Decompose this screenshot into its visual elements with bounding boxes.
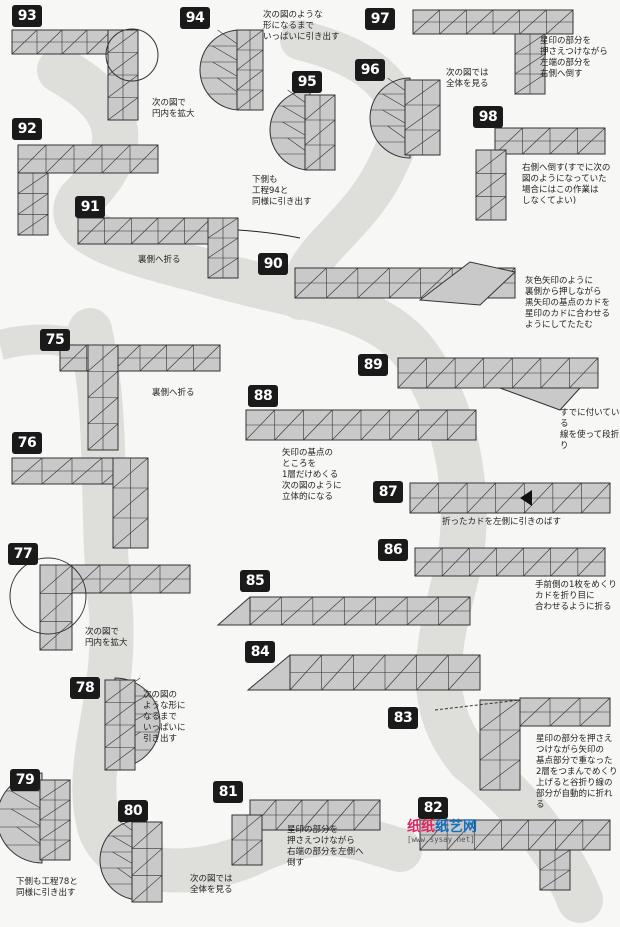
note-83: 星印の部分を押さえ つけながら矢印の 基点部分で重なった 2層をつまんでめくり … <box>536 734 618 810</box>
model-87-strip <box>409 482 611 514</box>
model-81-leg <box>231 814 263 866</box>
model-89-strip <box>397 357 599 389</box>
arrow-87-black <box>520 490 532 506</box>
model-98-leg <box>475 149 507 221</box>
model-77-leg <box>39 564 73 651</box>
note-96: 次の図では 全体を見る <box>446 68 489 89</box>
step-badge-80: 80 <box>118 800 148 822</box>
note-97: 星印の部分を 押さえつけながら 左端の部分を 右側へ倒す <box>540 36 608 79</box>
note-98: 右側へ倒す(すでに次の 図のようになっていた 場合にはこの作業は しなくてよい) <box>522 163 611 206</box>
model-82-strip <box>419 819 611 851</box>
note-79: 下側も工程78と 同様に引き出す <box>16 877 78 898</box>
model-75-strip <box>59 344 221 372</box>
model-89-flap <box>499 387 582 411</box>
note-81: 星印の部分を 押さえつけながら 右端の部分を左側へ 倒す <box>287 825 364 868</box>
model-78-column <box>104 679 136 771</box>
model-96-column <box>404 79 441 156</box>
note-77: 次の図で 円内を拡大 <box>85 627 128 648</box>
model-80-column <box>131 821 163 903</box>
model-82-leg <box>539 849 571 891</box>
note-88: 矢印の基点の ところを 1層だけめくる 次の図のように 立体的になる <box>282 448 342 502</box>
model-75-leg <box>87 344 119 451</box>
step-badge-78: 78 <box>70 677 100 699</box>
model-91-leg <box>207 217 239 279</box>
step-badge-86: 86 <box>378 539 408 561</box>
model-81-strip <box>249 799 381 831</box>
note-75: 裏側へ折る <box>152 388 195 398</box>
note-91: 裏側へ折る <box>138 255 181 265</box>
model-83-strip <box>519 697 611 727</box>
step-badge-85: 85 <box>240 570 270 592</box>
step-badge-84: 84 <box>245 641 275 663</box>
step-badge-87: 87 <box>373 481 403 503</box>
model-97-column <box>514 33 546 95</box>
step-badge-91: 91 <box>75 196 105 218</box>
model-93-vertical <box>107 29 139 121</box>
step-badge-95: 95 <box>292 71 322 93</box>
watermark-url: [www.sysay.net] <box>407 835 475 844</box>
step-badge-98: 98 <box>473 106 503 128</box>
watermark-site-b: 纸艺网 <box>435 819 477 835</box>
model-79-column <box>39 779 71 861</box>
step-badge-89: 89 <box>358 354 388 376</box>
model-88-strip <box>245 409 477 441</box>
model-90-flap <box>418 261 517 306</box>
model-92-strip <box>17 144 159 174</box>
model-96-halfdisk <box>369 77 411 159</box>
note-90: 灰色矢印のように 裏側から押しながら 黒矢印の基点のカドを 星印のカドに合わせる… <box>525 276 611 330</box>
model-84-grid <box>289 654 481 691</box>
step-badge-79: 79 <box>10 769 40 791</box>
model-77-circle <box>9 557 87 635</box>
note-93: 次の図で 円内を拡大 <box>152 98 195 119</box>
model-83-guide <box>434 699 521 711</box>
step-badge-93: 93 <box>12 5 42 27</box>
step-badge-76: 76 <box>12 432 42 454</box>
model-83-leg <box>479 699 521 791</box>
model-85-grid <box>249 596 471 626</box>
model-76-leg <box>112 457 149 549</box>
step-badge-81: 81 <box>213 781 243 803</box>
step-badge-94: 94 <box>180 7 210 29</box>
note-94: 次の図のような 形になるまで いっぱいに引き出す <box>263 10 340 42</box>
watermark: 纸纸纸艺网 [www.sysay.net] <box>407 819 517 845</box>
note-89: すでに付いている 線を使って段折り <box>560 408 620 451</box>
step-badge-90: 90 <box>258 253 288 275</box>
model-93-strip <box>11 29 113 55</box>
note-80: 次の図では 全体を見る <box>190 874 233 895</box>
note-87: 折ったカドを左側に引きのばす <box>442 517 562 527</box>
note-86: 手前側の1枚をめくり カドを折り目に 合わせるように折る <box>535 580 617 612</box>
model-97-strip <box>412 9 574 35</box>
step-badge-82: 82 <box>418 797 448 819</box>
model-95-column <box>304 94 336 171</box>
step-badge-75: 75 <box>40 329 70 351</box>
step-badge-77: 77 <box>8 543 38 565</box>
model-95-halfdisk <box>269 89 311 171</box>
model-86-strip <box>414 547 606 577</box>
step-badge-88: 88 <box>248 385 278 407</box>
model-93-circle <box>105 28 159 82</box>
watermark-site-a: 纸纸 <box>407 819 435 835</box>
note-78: 次の図の ような形に なるまで いっぱいに 引き出す <box>143 690 186 744</box>
step-badge-97: 97 <box>365 8 395 30</box>
model-94-halfdisk <box>199 29 241 111</box>
step-badge-83: 83 <box>388 707 418 729</box>
arrow-91 <box>237 229 301 239</box>
step-badge-96: 96 <box>355 59 385 81</box>
note-95: 下側も 工程94と 同様に引き出す <box>252 175 312 207</box>
model-98-strip <box>494 127 606 155</box>
step-badge-92: 92 <box>12 118 42 140</box>
model-94-column <box>236 29 264 111</box>
model-92-leg <box>17 172 49 236</box>
